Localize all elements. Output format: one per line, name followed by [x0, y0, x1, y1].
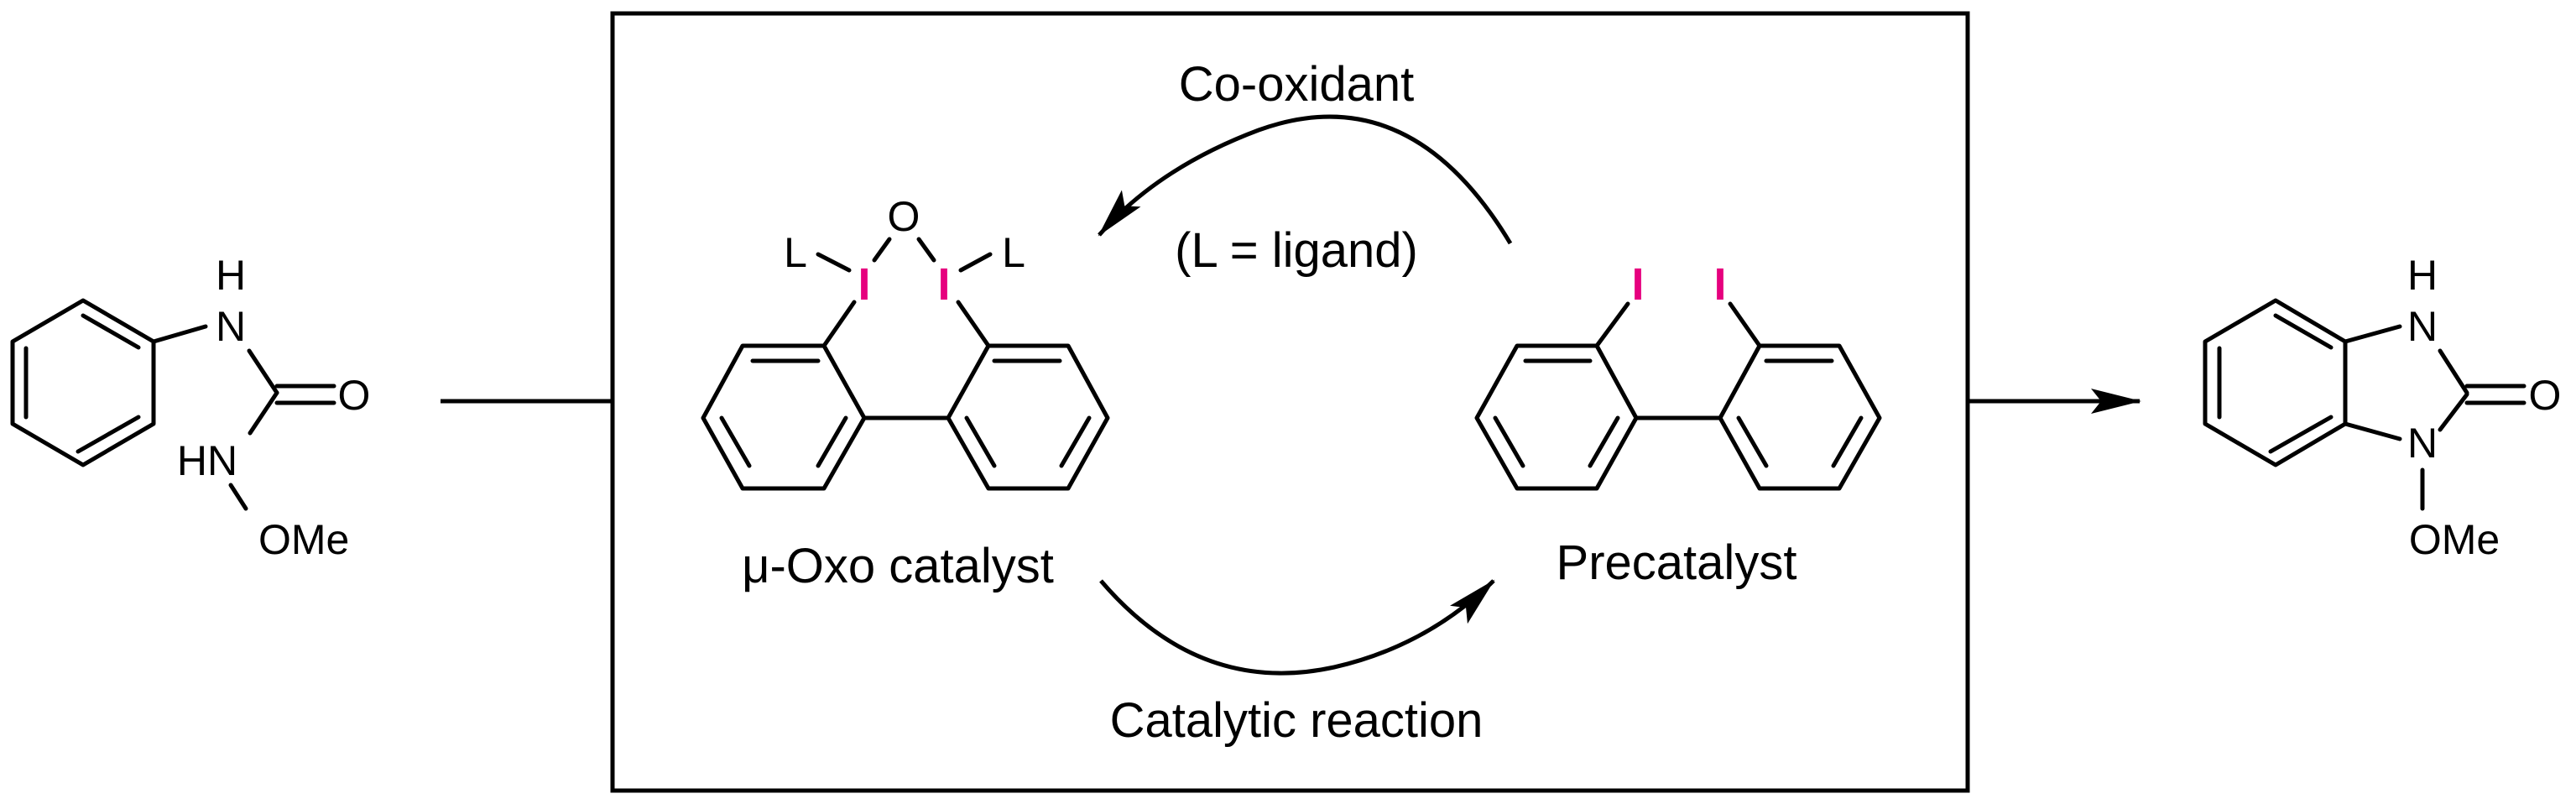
sm-aryl-n-bond	[151, 324, 208, 344]
mu-oxo-catalyst-label: μ-Oxo catalyst	[742, 539, 1054, 593]
product-ring-double-bond	[2273, 313, 2334, 350]
sm-hn-atom: HN	[177, 437, 237, 484]
sm-n-o-bond	[228, 483, 248, 511]
precatalyst-left-ring	[1474, 343, 1639, 491]
mu-oxo-left-ring	[701, 343, 867, 491]
product-nh-n-atom: N	[2407, 303, 2438, 350]
sm-carbonyl-o-atom: O	[338, 372, 371, 419]
mu-oxo-l-i-bond	[958, 252, 993, 273]
mu-oxo-ring-double-bond	[964, 415, 997, 468]
precatalyst-ring-double-bond	[1831, 415, 1864, 468]
mu-oxo-catalyst-structure: I I O L L	[701, 193, 1110, 491]
product-n-c-bond	[2438, 348, 2469, 395]
precatalyst-c-i-bond	[1728, 301, 1762, 348]
precatalyst-structure: I I	[1474, 259, 1882, 491]
mu-oxo-left-ligand: L	[784, 229, 807, 276]
mu-oxo-i-o-bond	[916, 237, 936, 263]
precatalyst-ring-double-bond	[1493, 415, 1525, 468]
catalytic-reaction-label: Catalytic reaction	[1110, 693, 1484, 748]
mu-oxo-i-o-bond	[872, 237, 892, 263]
product-n-ome-atom: N	[2407, 420, 2438, 467]
catalytic-cycle-box	[610, 11, 1970, 793]
ligand-note: (L = ligand)	[1175, 223, 1418, 278]
precatalyst-c-i-bond	[1594, 301, 1630, 348]
product: N H N O OMe	[2203, 252, 2562, 563]
mu-oxo-bridging-oxygen: O	[888, 193, 920, 240]
product-benzene-ring	[2203, 298, 2348, 467]
precatalyst-right-ring	[1718, 343, 1882, 491]
sm-ome-group: OMe	[258, 516, 349, 563]
mu-oxo-c-i-bond	[956, 300, 991, 348]
mu-oxo-ring-double-bond	[816, 415, 848, 468]
mu-oxo-right-iodine: I	[937, 259, 950, 310]
precatalyst-left-iodine: I	[1631, 259, 1644, 310]
sm-n-c-bond	[247, 348, 279, 395]
mu-oxo-ring-double-bond	[1059, 415, 1092, 468]
mu-oxo-right-ring	[946, 343, 1110, 491]
product-carbonyl-o-atom: O	[2529, 372, 2562, 419]
sm-n-atom: N	[216, 303, 246, 350]
product-n-c-bond	[2438, 392, 2469, 432]
precatalyst-right-iodine: I	[1713, 259, 1726, 310]
product-h-atom: H	[2407, 252, 2438, 299]
catalytic-reaction-arrow	[1099, 579, 1495, 676]
oxidation-arrow	[1098, 114, 1513, 245]
mu-oxo-l-i-bond	[816, 252, 852, 273]
co-oxidant-label: Co-oxidant	[1179, 57, 1414, 112]
sm-h-atom: H	[216, 252, 246, 299]
product-c-n-bond	[2343, 421, 2402, 441]
mu-oxo-left-iodine: I	[858, 259, 870, 310]
mu-oxo-right-ligand: L	[1002, 229, 1025, 276]
product-ring-double-bond	[2268, 415, 2334, 454]
precatalyst-ring-double-bond	[1588, 415, 1620, 468]
precatalyst-label: Precatalyst	[1557, 535, 1797, 590]
sm-c-nh-bond	[248, 390, 279, 436]
mu-oxo-c-i-bond	[821, 300, 857, 348]
sm-ring-double-bond	[76, 415, 141, 454]
sm-benzene-ring	[10, 298, 156, 467]
sm-ring-double-bond	[81, 313, 141, 350]
precatalyst-ring-double-bond	[1736, 415, 1769, 468]
starting-material: N H O HN OMe	[10, 252, 371, 563]
product-ome-group: OMe	[2409, 516, 2500, 563]
mu-oxo-ring-double-bond	[719, 415, 752, 468]
product-c-n-bond	[2343, 324, 2402, 344]
